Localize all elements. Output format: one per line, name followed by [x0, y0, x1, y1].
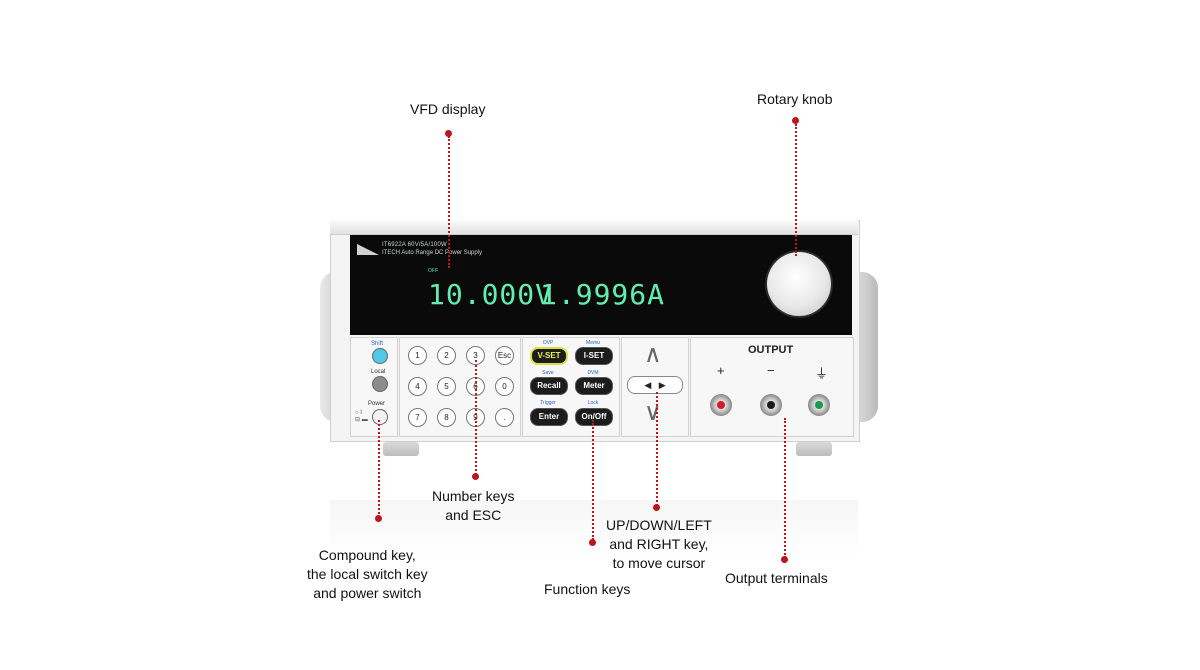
callout-compound-line2: the local switch key	[307, 566, 428, 582]
itech-logo	[357, 244, 379, 255]
shift-label: Shift	[371, 341, 384, 347]
left-foot	[383, 442, 419, 456]
callout-compound-line1: Compound key,	[318, 547, 416, 563]
rotary-knob[interactable]	[767, 252, 831, 316]
function-key-vset[interactable]: V-SET	[530, 347, 568, 365]
function-key-recall[interactable]: Recall	[530, 377, 568, 395]
power-state-icons: ○ I⊟ ▬	[355, 410, 368, 423]
current-readout: 1.9996A	[540, 278, 666, 311]
callout-number-keys-line1: Number keys	[432, 488, 515, 504]
callout-output-terminals: Output terminals	[725, 570, 828, 586]
callout-dot	[653, 504, 660, 511]
positive-terminal[interactable]	[710, 394, 732, 416]
terminal-core	[767, 401, 775, 409]
callout-arrow-line3: to move cursor	[612, 555, 706, 571]
down-arrow-key[interactable]: ∨	[644, 399, 662, 426]
function-key-label: Memu	[586, 340, 600, 346]
callout-dot	[445, 130, 452, 137]
callout-line	[795, 124, 797, 256]
callout-compound-line3: and power switch	[313, 585, 422, 601]
voltage-readout: 10.000V	[428, 278, 554, 311]
callout-function-keys: Function keys	[544, 581, 631, 597]
number-key-7[interactable]: 7	[408, 408, 427, 427]
function-key-onoff[interactable]: On/Off	[575, 408, 613, 426]
callout-arrow-keys: UP/DOWN/LEFT and RIGHT key, to move curs…	[606, 516, 712, 573]
number-key-1[interactable]: 1	[408, 346, 427, 365]
reflection	[330, 500, 858, 560]
callout-vfd-display: VFD display	[410, 101, 486, 117]
right-foot	[796, 442, 832, 456]
model-label: IT6922A 60V/5A/100W	[382, 242, 447, 248]
number-key-dot[interactable]: .	[495, 408, 514, 427]
function-key-label: OVP	[542, 340, 554, 346]
terminal-sign: +	[717, 363, 725, 378]
callout-line	[378, 420, 380, 518]
terminal-sign: ⏚	[815, 366, 829, 381]
terminal-core	[815, 401, 823, 409]
function-key-label: Trigger	[540, 400, 556, 406]
left-right-arrow-key[interactable]: ◀ ▶	[627, 376, 683, 394]
number-key-8[interactable]: 8	[437, 408, 456, 427]
callout-dot	[589, 539, 596, 546]
power-label: Power	[368, 401, 386, 407]
output-title: OUTPUT	[748, 344, 794, 356]
number-key-4[interactable]: 4	[408, 377, 427, 396]
function-key-iset[interactable]: I-SET	[575, 347, 613, 365]
callout-compound-key: Compound key, the local switch key and p…	[307, 546, 428, 603]
callout-rotary-knob: Rotary knob	[757, 91, 833, 107]
callout-number-keys: Number keys and ESC	[432, 487, 514, 525]
output-panel	[690, 337, 854, 437]
description-label: ITECH Auto Range DC Power Supply	[382, 250, 483, 256]
number-key-esc[interactable]: Esc	[495, 346, 514, 365]
function-key-label: Lock	[587, 400, 599, 406]
callout-line	[592, 420, 594, 540]
shift-button[interactable]	[372, 348, 388, 364]
up-arrow-key[interactable]: ∧	[644, 341, 662, 368]
negative-terminal[interactable]	[760, 394, 782, 416]
number-key-5[interactable]: 5	[437, 377, 456, 396]
chassis-top-band	[330, 220, 858, 235]
callout-line	[448, 136, 450, 268]
number-key-3[interactable]: 3	[466, 346, 485, 365]
callout-arrow-line2: and RIGHT key,	[609, 536, 709, 552]
callout-line	[475, 360, 477, 475]
number-key-0[interactable]: 0	[495, 377, 514, 396]
callout-dot	[781, 556, 788, 563]
callout-arrow-line1: UP/DOWN/LEFT	[606, 517, 712, 533]
terminal-core	[717, 401, 725, 409]
function-key-label: Save	[542, 370, 554, 376]
callout-line	[784, 418, 786, 558]
function-key-meter[interactable]: Meter	[575, 377, 613, 395]
callout-line	[656, 392, 658, 506]
ground-terminal[interactable]	[808, 394, 830, 416]
terminal-sign: −	[767, 363, 775, 378]
local-button[interactable]	[372, 376, 388, 392]
callout-dot	[472, 473, 479, 480]
function-key-enter[interactable]: Enter	[530, 408, 568, 426]
callout-dot	[792, 117, 799, 124]
callout-number-keys-line2: and ESC	[445, 507, 502, 523]
local-label: Local	[371, 369, 386, 375]
callout-dot	[375, 515, 382, 522]
power-button[interactable]	[372, 409, 388, 425]
function-key-label: DVM	[587, 370, 599, 376]
number-key-2[interactable]: 2	[437, 346, 456, 365]
off-indicator: OFF	[428, 268, 438, 274]
